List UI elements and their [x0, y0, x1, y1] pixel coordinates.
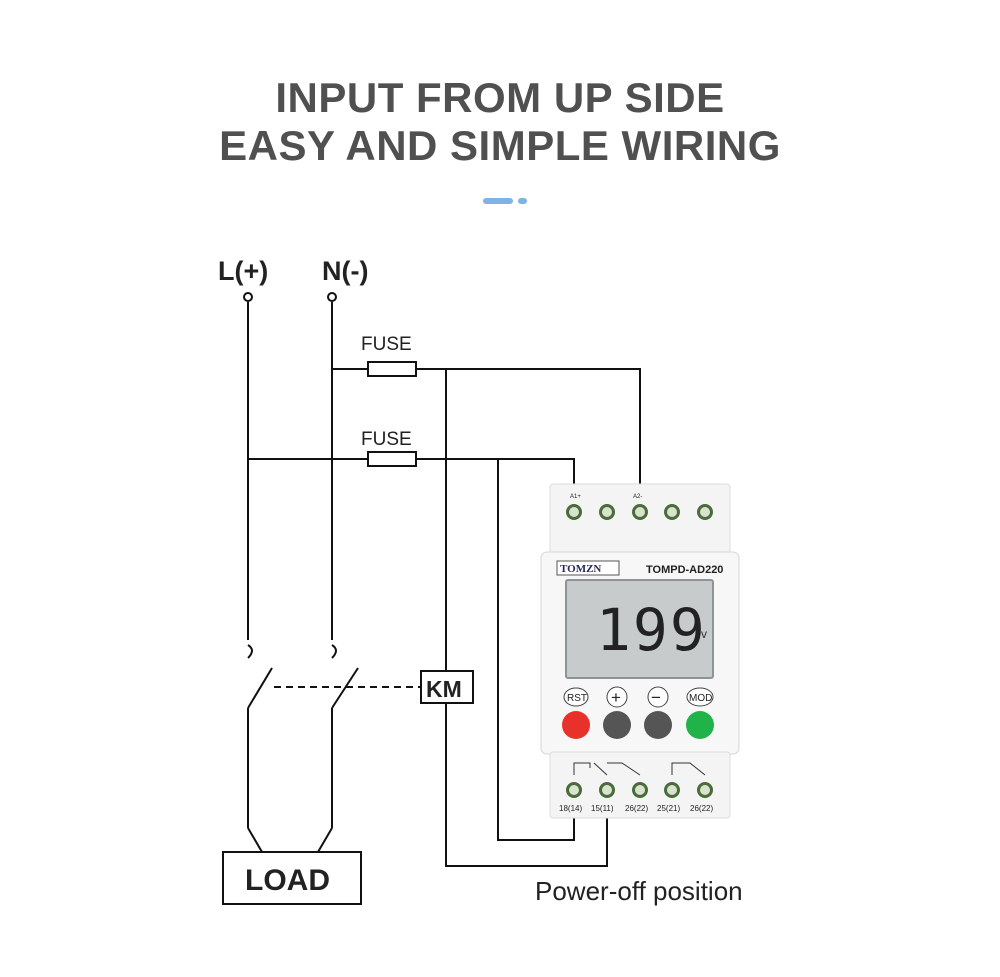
screw-icon: [635, 785, 645, 795]
screw-icon: [569, 785, 579, 795]
contactor-box: [420, 670, 474, 704]
minus-button[interactable]: [644, 711, 672, 739]
live-load-lead: [247, 827, 263, 853]
neutral-load-lead: [317, 827, 333, 853]
relay-device: A1+ A2- TOMZN TOMPD-AD220 199 v RST: [540, 483, 740, 819]
load-box: [222, 851, 362, 905]
plus-button[interactable]: [603, 711, 631, 739]
fuse-bottom: [367, 451, 417, 467]
live-terminal-icon: [243, 292, 253, 302]
brand-logo: TOMZN: [560, 563, 601, 575]
accent-bar-short: [518, 198, 527, 204]
contactor-label: KM: [426, 676, 462, 702]
contact-symbols: [573, 762, 706, 776]
load-label: LOAD: [245, 864, 330, 897]
live-label: L(+): [218, 256, 268, 286]
brand-badge: [556, 560, 620, 576]
caption: Power-off position: [535, 876, 743, 906]
screw-icon: [569, 507, 579, 517]
screw-icon: [635, 507, 645, 517]
lcd-screen: [565, 579, 714, 679]
loop-wire-15-11: [445, 369, 608, 867]
contact-symbol: [593, 762, 608, 776]
mod-label: MOD: [689, 693, 712, 704]
screw-icon: [602, 785, 612, 795]
minus-label-pill: [647, 686, 669, 708]
top-screws: [566, 504, 713, 520]
accent-bar-long: [483, 198, 513, 204]
rst-button[interactable]: [562, 711, 590, 739]
screw-icon: [700, 507, 710, 517]
fuse-top-label: FUSE: [361, 334, 412, 355]
screw-icon: [667, 507, 677, 517]
terminal-label-18-14: 18(14): [559, 804, 582, 813]
screw-icon: [602, 507, 612, 517]
button-labels: RST + − MOD: [563, 686, 714, 708]
neutral-label: N(-): [322, 256, 368, 286]
terminal-label-26-22b: 26(22): [690, 804, 713, 813]
terminal-label-15-11: 15(11): [591, 804, 614, 813]
device-model: TOMPD-AD220: [646, 564, 723, 576]
plus-label: +: [611, 688, 621, 707]
headline-line-2: EASY AND SIMPLE WIRING: [219, 122, 781, 169]
terminal-label-a2: A2-: [633, 494, 642, 500]
lcd-value: 199: [596, 596, 707, 664]
terminal-label-26-22: 26(22): [625, 804, 648, 813]
screw-icon: [700, 785, 710, 795]
rst-label-pill: [563, 687, 589, 707]
bottom-screws: [566, 782, 713, 798]
contact-symbol: [671, 762, 706, 776]
contact-symbol: [573, 762, 591, 775]
neutral-switch-blade: [331, 667, 359, 709]
mod-label-pill: [686, 687, 714, 707]
fuse-to-a2-wire: [416, 368, 641, 512]
screw-icon: [667, 785, 677, 795]
rst-label: RST: [567, 693, 587, 704]
terminal-label-a1: A1+: [570, 494, 581, 500]
fuse-top: [367, 361, 417, 377]
terminal-label-25-21: 25(21): [657, 804, 680, 813]
minus-label: −: [651, 688, 661, 707]
live-switch-contact: [247, 644, 253, 659]
fuse-bottom-label: FUSE: [361, 429, 412, 450]
plus-label-pill: [606, 686, 628, 708]
neutral-switch-contact: [331, 644, 337, 659]
contact-symbol: [607, 762, 641, 776]
live-switch-blade: [247, 667, 273, 709]
lcd-unit: v: [701, 627, 707, 641]
neutral-terminal-icon: [327, 292, 337, 302]
mod-button[interactable]: [686, 711, 714, 739]
headline-line-1: INPUT FROM UP SIDE: [275, 74, 725, 121]
